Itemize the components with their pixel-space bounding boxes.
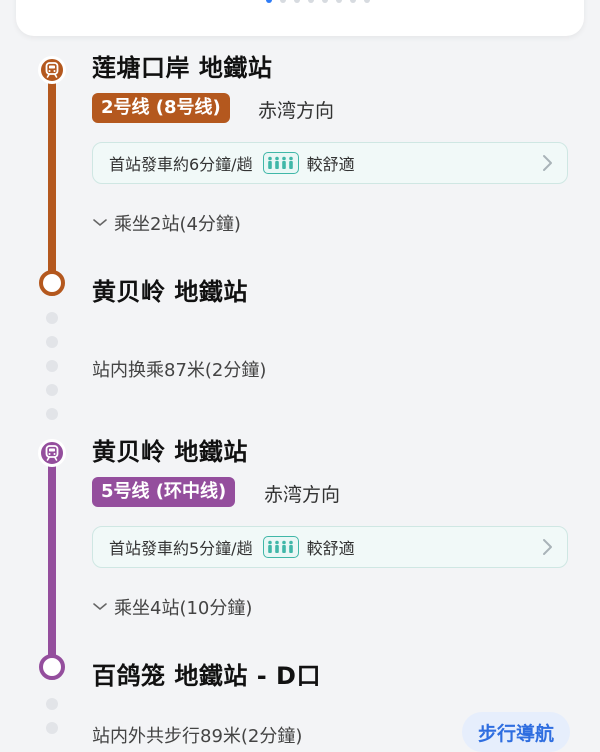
ride-stops-text: 乘坐4站(10分鐘) [114, 598, 253, 619]
line-5-track [48, 452, 56, 664]
metro-line-5-badge [38, 439, 66, 467]
pager-dot[interactable] [336, 0, 342, 3]
pager-dot[interactable] [280, 0, 286, 3]
alight-station-marker [39, 270, 65, 296]
chevron-right-icon [543, 539, 552, 555]
direction-label: 赤湾方向 [264, 484, 341, 506]
pager-dot[interactable] [322, 0, 328, 3]
ride-stops-text: 乘坐2站(4分鐘) [114, 214, 241, 235]
chevron-down-icon [93, 603, 107, 611]
exit-walk-dot [46, 722, 58, 734]
people-icon [262, 536, 299, 558]
walk-navigation-button[interactable]: 步行導航 [462, 712, 570, 752]
exit-walk-text: 站内外共步行89米(2分鐘) [92, 726, 303, 747]
transfer-dot [46, 312, 58, 324]
board-station-name[interactable]: 黄贝岭 地鐵站 [92, 438, 248, 466]
direction-label: 赤湾方向 [258, 100, 335, 122]
train-icon [45, 62, 59, 78]
pager-dot[interactable] [308, 0, 314, 3]
transfer-dot [46, 384, 58, 396]
chevron-down-icon [93, 219, 107, 227]
comfort-level: 較舒適 [306, 539, 355, 558]
board-station-name[interactable]: 莲塘口岸 地鐵站 [92, 54, 273, 82]
people-icon [262, 152, 299, 174]
comfort-level: 較舒適 [306, 155, 355, 174]
transfer-dot [46, 408, 58, 420]
train-icon [45, 445, 59, 461]
route-summary-card[interactable] [16, 0, 584, 36]
pager-dot[interactable] [350, 0, 356, 3]
pager-dot[interactable] [294, 0, 300, 3]
pager-dot-active[interactable] [266, 0, 272, 3]
transfer-dot [46, 360, 58, 372]
ride-stops-toggle[interactable]: 乘坐4站(10分鐘) [92, 594, 252, 620]
departure-frequency: 首站發車約6分鐘/趟 [109, 155, 253, 174]
departure-info-row[interactable]: 首站發車約6分鐘/趟 較舒適 [92, 142, 568, 184]
ride-stops-toggle[interactable]: 乘坐2站(4分鐘) [92, 210, 241, 236]
line-tag-5[interactable]: 5号线 (环中线) [92, 477, 236, 507]
destination-station-marker [39, 654, 65, 680]
transfer-dot [46, 336, 58, 348]
transfer-walk-text: 站内换乘87米(2分鐘) [92, 360, 267, 381]
exit-walk-dot [46, 698, 58, 710]
pager-dots [266, 0, 370, 3]
line-2-track [48, 66, 56, 278]
pager-dot[interactable] [364, 0, 370, 3]
alight-station-name[interactable]: 黄贝岭 地鐵站 [92, 278, 248, 306]
departure-info-row[interactable]: 首站發車約5分鐘/趟 較舒適 [92, 526, 568, 568]
metro-line-2-badge [38, 56, 66, 84]
chevron-right-icon [543, 155, 552, 171]
line-tag-2[interactable]: 2号线 (8号线) [92, 93, 230, 123]
departure-frequency: 首站發車約5分鐘/趟 [109, 539, 253, 558]
destination-station-name[interactable]: 百鸽笼 地鐵站 - D口 [92, 662, 321, 690]
